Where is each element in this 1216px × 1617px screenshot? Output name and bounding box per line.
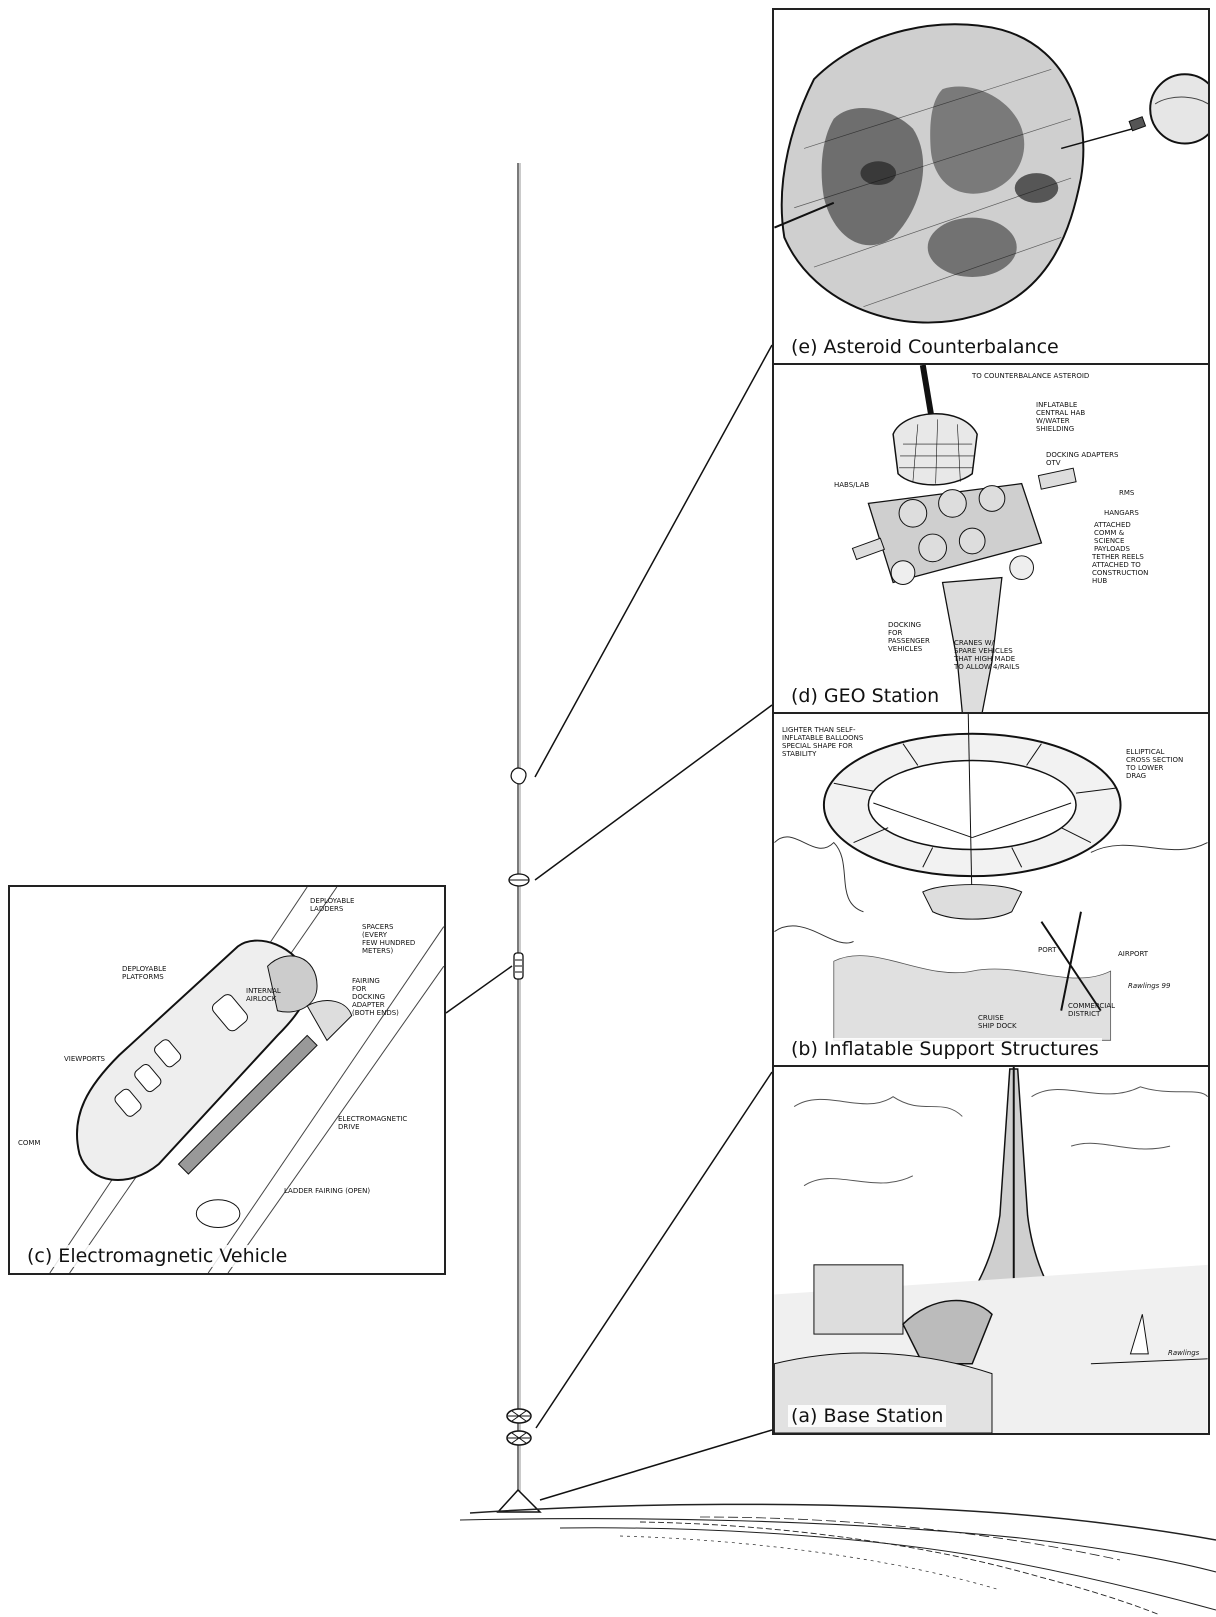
geo-note-cranes: CRANES W/ SPARE VEHICLES THAT HIGH MADE …	[954, 639, 1020, 671]
panel-inflatable-support: LIGHTER THAN SELF- INFLATABLE BALLOONS S…	[772, 712, 1210, 1068]
geo-note-docking-adapters: DOCKING ADAPTERS OTV	[1046, 451, 1118, 467]
base-signature: Rawlings	[1168, 1349, 1199, 1357]
connector-inflatable	[536, 1072, 772, 1428]
inflatable-note-commercial: COMMERCIAL DISTRICT	[1068, 1002, 1115, 1018]
connector-base	[540, 1430, 772, 1500]
panel-electromagnetic-vehicle: DEPLOYABLE LADDERS SPACERS (EVERY FEW HU…	[8, 885, 446, 1275]
inflatable-note-cruise: CRUISE SHIP DOCK	[978, 1014, 1017, 1030]
caption-electromagnetic-vehicle: (c) Electromagnetic Vehicle	[24, 1245, 290, 1267]
ground-sketch	[460, 1504, 1216, 1615]
inflatable-note-port: PORT	[1038, 946, 1056, 954]
asteroid-sketch	[774, 10, 1208, 364]
vehicle-note-viewports: VIEWPORTS	[64, 1055, 105, 1063]
panel-geo-station: TO COUNTERBALANCE ASTEROID INFLATABLE CE…	[772, 363, 1210, 715]
vehicle-note-ladders: DEPLOYABLE LADDERS	[310, 897, 354, 913]
asteroid-marker	[511, 768, 526, 784]
inflatable-note-lighter: LIGHTER THAN SELF- INFLATABLE BALLOONS S…	[782, 726, 863, 758]
inflatable-markers	[507, 1409, 531, 1445]
connector-asteroid	[535, 345, 772, 777]
geo-note-hangars: HANGARS	[1104, 509, 1139, 517]
vehicle-note-platforms: DEPLOYABLE PLATFORMS	[122, 965, 166, 981]
geo-note-attached: ATTACHED COMM & SCIENCE PAYLOADS	[1094, 521, 1131, 553]
base-station-sketch	[774, 1067, 1208, 1433]
vehicle-note-drive: ELECTROMAGNETIC DRIVE	[338, 1115, 407, 1131]
caption-inflatable-support: (b) Inflatable Support Structures	[788, 1038, 1102, 1060]
geo-note-docking-passenger: DOCKING FOR PASSENGER VEHICLES	[888, 621, 930, 653]
panel-asteroid-counterbalance: (e) Asteroid Counterbalance	[772, 8, 1210, 366]
panel-base-station: Rawlings (a) Base Station	[772, 1065, 1210, 1435]
inflatable-signature: Rawlings 99	[1128, 982, 1170, 990]
inflatable-note-elliptical: ELLIPTICAL CROSS SECTION TO LOWER DRAG	[1126, 748, 1183, 780]
vehicle-note-comm: COMM	[18, 1139, 40, 1147]
connector-geo	[535, 705, 772, 880]
connector-vehicle	[446, 966, 512, 1013]
vehicle-note-airlock: INTERNAL AIRLOCK	[246, 987, 281, 1003]
geo-note-rms: RMS	[1119, 489, 1134, 497]
geo-note-tether-reels: TETHER REELS ATTACHED TO CONSTRUCTION HU…	[1092, 553, 1148, 585]
geo-note-counterbalance: TO COUNTERBALANCE ASTEROID	[972, 372, 1089, 380]
caption-base-station: (a) Base Station	[788, 1405, 946, 1427]
vehicle-note-ladder-fairing: LADDER FAIRING (OPEN)	[284, 1187, 370, 1195]
vehicle-note-fairing: FAIRING FOR DOCKING ADAPTER (BOTH ENDS)	[352, 977, 399, 1017]
geo-note-habs-lab: HABS/LAB	[834, 481, 869, 489]
inflatable-note-airport: AIRPORT	[1118, 950, 1148, 958]
vehicle-note-spacers: SPACERS (EVERY FEW HUNDRED METERS)	[362, 923, 415, 955]
geo-note-inflatable: INFLATABLE CENTRAL HAB W/WATER SHIELDING	[1036, 401, 1085, 433]
caption-asteroid-counterbalance: (e) Asteroid Counterbalance	[788, 336, 1062, 358]
caption-geo-station: (d) GEO Station	[788, 685, 942, 707]
